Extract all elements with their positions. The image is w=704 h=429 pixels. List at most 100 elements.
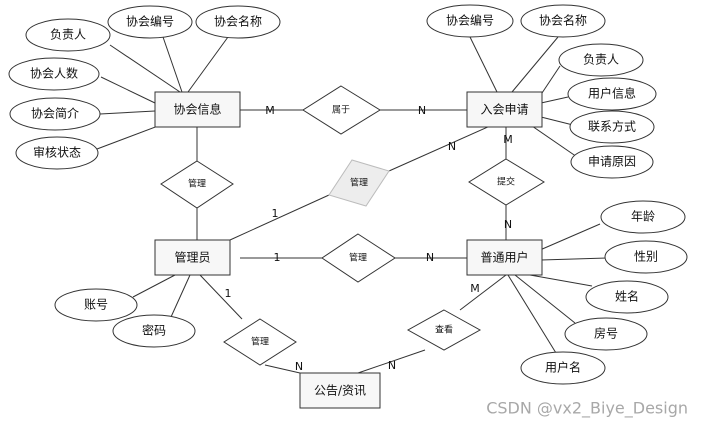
attribute-app-user-info[interactable]: 用户信息: [567, 77, 657, 111]
attribute-label: 申请原因: [588, 155, 636, 169]
connector: [162, 36, 183, 93]
connector: [529, 274, 593, 287]
connector: [540, 257, 608, 261]
entity-association-info[interactable]: 协会信息: [154, 91, 241, 128]
connector: [199, 274, 243, 320]
attribute-assoc-number[interactable]: 协会编号: [107, 5, 193, 39]
entity-join-application[interactable]: 入会申请: [466, 91, 543, 128]
connector: [507, 274, 557, 354]
attribute-label: 联系方式: [588, 119, 636, 134]
attribute-user-name[interactable]: 姓名: [585, 280, 669, 314]
connector: [170, 274, 191, 318]
attribute-app-owner[interactable]: 负责人: [558, 43, 644, 77]
connector: [531, 125, 581, 160]
entity-label: 普通用户: [480, 250, 528, 265]
cardinality-belongs-left: M: [265, 104, 275, 117]
relationship-manage-news[interactable]: 管理: [223, 318, 297, 366]
entity-regular-user[interactable]: 普通用户: [466, 239, 543, 276]
connector: [96, 125, 159, 150]
relationship-label: 查看: [435, 324, 453, 336]
connector: [469, 36, 498, 93]
connector: [109, 44, 181, 93]
relationship-belongs[interactable]: 属于: [302, 85, 381, 135]
cardinality-manage-user-user: N: [426, 251, 434, 264]
cardinality-manage-news-admin: 1: [225, 287, 232, 300]
attribute-label: 审核状态: [33, 145, 81, 160]
attribute-label: 协会编号: [446, 13, 494, 28]
attribute-app-reason[interactable]: 申请原因: [570, 145, 654, 179]
connector: [514, 274, 576, 324]
attribute-label: 负责人: [50, 28, 86, 42]
cardinality-manage-apply-admin: 1: [272, 207, 279, 220]
attribute-assoc-review-status[interactable]: 审核状态: [15, 136, 99, 170]
attribute-label: 用户信息: [588, 86, 636, 101]
relationship-manage-user[interactable]: 管理: [321, 233, 396, 283]
connector: [229, 194, 330, 241]
cardinality-manage-user-admin: 1: [274, 251, 281, 264]
attribute-label: 协会名称: [539, 13, 587, 28]
cardinality-labels: M N 1 N M N 1 N 1 N N M: [225, 104, 513, 373]
relationship-label: 管理: [188, 178, 206, 190]
cardinality-view-user: M: [470, 282, 480, 295]
attribute-label: 账号: [84, 298, 108, 312]
attribute-label: 密码: [142, 323, 166, 338]
attribute-admin-account[interactable]: 账号: [54, 288, 138, 322]
relationship-label: 管理: [349, 252, 367, 264]
attribute-app-assoc-number[interactable]: 协会编号: [426, 4, 514, 38]
connector: [264, 364, 301, 374]
attribute-label: 协会名称: [214, 14, 262, 29]
cardinality-manage-apply-app: N: [448, 140, 456, 153]
attribute-label: 姓名: [615, 289, 639, 304]
watermark-text: CSDN @vx2_Biye_Design: [486, 399, 688, 419]
relationship-manage-association[interactable]: 管理: [160, 160, 234, 209]
attribute-assoc-name[interactable]: 协会名称: [195, 5, 281, 39]
entity-label: 协会信息: [173, 102, 221, 117]
attribute-user-username[interactable]: 用户名: [520, 351, 606, 385]
attribute-admin-password[interactable]: 密码: [112, 314, 196, 348]
relationship-label: 提交: [497, 176, 515, 188]
connector: [540, 116, 574, 126]
attribute-user-age[interactable]: 年龄: [600, 200, 686, 234]
attribute-label: 协会编号: [126, 14, 174, 29]
connector: [100, 76, 156, 104]
relationship-label: 属于: [332, 105, 350, 116]
attribute-label: 性别: [634, 250, 658, 264]
entity-announcement[interactable]: 公告/资讯: [299, 372, 381, 409]
connector: [357, 349, 426, 374]
attribute-app-contact[interactable]: 联系方式: [569, 110, 655, 144]
attribute-user-gender[interactable]: 性别: [604, 240, 688, 274]
attribute-label: 协会简介: [31, 106, 79, 121]
relationship-manage-application[interactable]: 管理: [328, 159, 390, 207]
connector: [459, 274, 507, 311]
cardinality-submit-app: M: [503, 133, 513, 146]
attribute-app-assoc-name[interactable]: 协会名称: [520, 4, 606, 38]
entity-label: 管理员: [174, 250, 210, 265]
attribute-assoc-owner[interactable]: 负责人: [25, 18, 111, 52]
relationship-label: 管理: [350, 177, 368, 189]
connectors: [96, 36, 608, 374]
cardinality-view-news: N: [388, 359, 396, 372]
attribute-label: 协会人数: [30, 66, 78, 81]
connector: [540, 96, 569, 104]
attribute-assoc-intro[interactable]: 协会简介: [9, 97, 101, 131]
connector: [539, 223, 601, 251]
connector: [99, 110, 156, 115]
attribute-assoc-members[interactable]: 协会人数: [8, 57, 100, 91]
entity-label: 入会申请: [480, 103, 528, 117]
attribute-user-room[interactable]: 房号: [564, 317, 648, 351]
cardinality-manage-news-news: N: [295, 360, 303, 373]
connector: [388, 125, 491, 172]
connector: [511, 36, 559, 93]
connector: [132, 274, 176, 298]
entity-admin[interactable]: 管理员: [154, 239, 231, 276]
relationship-label: 管理: [251, 336, 269, 348]
attribute-label: 年龄: [631, 210, 655, 224]
connector: [539, 65, 561, 97]
cardinality-submit-user: N: [504, 218, 512, 231]
relationship-view[interactable]: 查看: [406, 309, 482, 351]
connector: [187, 36, 229, 93]
attribute-label: 负责人: [583, 53, 619, 67]
cardinality-belongs-right: N: [418, 104, 426, 117]
relationship-submit[interactable]: 提交: [468, 158, 545, 206]
